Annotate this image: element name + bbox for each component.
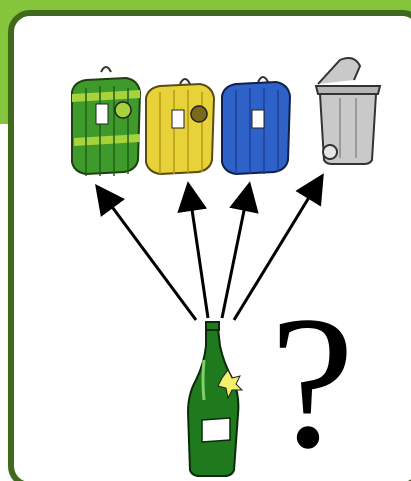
yellow-recycling-bin-icon xyxy=(146,79,214,174)
arrow-to-yellow-bin xyxy=(190,196,208,318)
arrow-to-green-bin xyxy=(104,196,196,320)
green-recycling-bin-icon xyxy=(72,67,140,176)
grey-trash-can-icon xyxy=(316,58,380,164)
question-mark: ? xyxy=(270,288,354,478)
green-bottle-icon xyxy=(188,322,242,476)
blue-recycling-bin-icon xyxy=(222,77,290,174)
arrow-to-blue-bin xyxy=(222,196,247,318)
